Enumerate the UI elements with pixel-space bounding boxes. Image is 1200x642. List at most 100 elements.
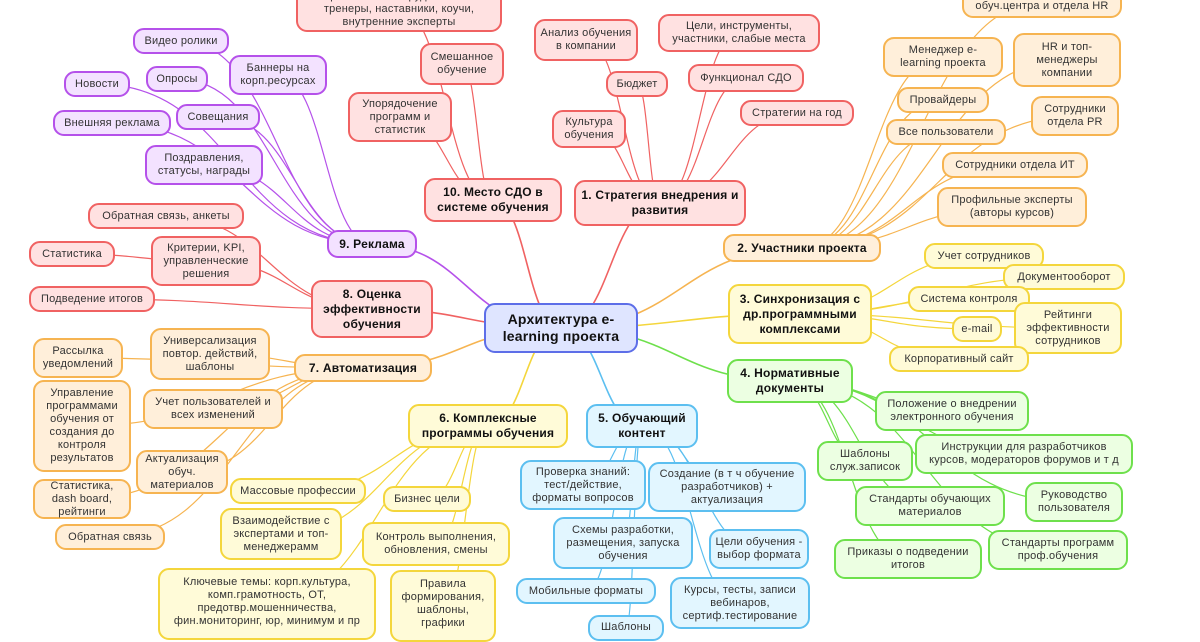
topic-label: Массовые профессии: [240, 484, 356, 497]
topic-node[interactable]: Учет пользователей и всех изменений: [143, 389, 283, 429]
topic-node[interactable]: Схемы разработки, размещения, запуска об…: [553, 517, 693, 569]
topic-node[interactable]: Взаимодействие с экспертами и топ-менедж…: [220, 508, 342, 560]
topic-label: Стандарты обучающих материалов: [869, 493, 991, 518]
topic-node[interactable]: Упорядочение программ и статистик: [348, 92, 452, 142]
topic-node[interactable]: Документооборот: [1003, 264, 1125, 290]
topic-node[interactable]: Массовые профессии: [230, 478, 366, 504]
topic-label: Универсализация повтор. действий, шаблон…: [162, 334, 258, 373]
topic-node[interactable]: Менеджер e-learning проекта: [883, 37, 1003, 77]
topic-node[interactable]: Новости: [64, 71, 130, 97]
topic-node[interactable]: Ключевые темы: корп.культура, комп.грамо…: [158, 568, 376, 640]
topic-node[interactable]: Курсы, тесты, записи вебинаров, сертиф.т…: [670, 577, 810, 629]
topic-node[interactable]: Смешанное обучение: [420, 43, 504, 85]
topic-node[interactable]: Культура обучения: [552, 110, 626, 148]
topic-label: Опросы: [156, 72, 198, 85]
topic-node[interactable]: Бизнес цели: [383, 486, 471, 512]
topic-node[interactable]: Шаблоны: [588, 615, 664, 641]
topic-label: Стратегии на год: [752, 106, 842, 119]
topic-node[interactable]: HR и топ-менеджеры компании: [1013, 33, 1121, 87]
topic-node[interactable]: Поздравления, статусы, награды: [145, 145, 263, 185]
topic-node[interactable]: Корпоративный сайт: [889, 346, 1029, 372]
topic-node[interactable]: Сотрудники отдела PR: [1031, 96, 1119, 136]
topic-node[interactable]: Управление программами обучения от созда…: [33, 380, 131, 472]
topic-label: Новости: [75, 77, 119, 90]
topic-node[interactable]: Стратегии на год: [740, 100, 854, 126]
topic-node[interactable]: Обратная связь, анкеты: [88, 203, 244, 229]
topic-label: Бюджет: [616, 77, 658, 90]
topic-node[interactable]: Приказы о подведении итогов: [834, 539, 982, 579]
topic-label: e-mail: [961, 322, 993, 335]
topic-node[interactable]: Актуализация обуч. материалов: [136, 450, 228, 494]
topic-node[interactable]: Опросы: [146, 66, 208, 92]
topic-label: Подведение итогов: [40, 292, 144, 305]
topic-node[interactable]: Создание (в т ч обучение разработчиков) …: [648, 462, 806, 512]
topic-label: Создание (в т ч обучение разработчиков) …: [659, 467, 795, 506]
topic-node[interactable]: Шаблоны служ.записок: [817, 441, 913, 481]
topic-node[interactable]: Все пользователи: [886, 119, 1006, 145]
topic-label: Шаблоны: [600, 621, 652, 633]
topic-label: Руководство пользователя: [1037, 489, 1111, 514]
topic-node[interactable]: Сотрудники отдела ИТ: [942, 152, 1088, 178]
topic-node[interactable]: Стандарты программ проф.обучения: [988, 530, 1128, 570]
connector-line: [659, 32, 740, 204]
topic-label: HR и топ-менеджеры компании: [1036, 40, 1098, 79]
topic-node[interactable]: Баннеры на корп.ресурсах: [229, 55, 327, 95]
topic-node[interactable]: Система контроля: [908, 286, 1030, 312]
topic-node[interactable]: Внешняя реклама: [53, 110, 171, 136]
topic-label: Все пользователи: [898, 125, 994, 138]
branch-label: 1. Стратегия внедрения и развития: [581, 188, 739, 217]
topic-node[interactable]: Совещания: [176, 104, 260, 130]
topic-node[interactable]: Видео ролики: [133, 28, 229, 54]
topic-node[interactable]: Провайдеры: [897, 87, 989, 113]
topic-node[interactable]: Статистика, dash board, рейтинги: [33, 479, 131, 519]
topic-node[interactable]: Контроль выполнения, обновления, смены: [362, 522, 510, 566]
branch-participants[interactable]: 2. Участники проекта: [723, 234, 881, 262]
branch-strategy[interactable]: 1. Стратегия внедрения и развития: [574, 180, 746, 226]
branch-label: 3. Синхронизация с др.программными компл…: [739, 291, 861, 336]
topic-label: гармоничное сотрудничество: тренеры, нас…: [320, 0, 478, 28]
branch-evaluation[interactable]: 8. Оценка эффективности обучения: [311, 280, 433, 338]
topic-node[interactable]: Положение о внедрении электронного обуче…: [875, 391, 1029, 431]
topic-node[interactable]: Цели, инструменты, участники, слабые мес…: [658, 14, 820, 52]
topic-node[interactable]: Инструкции для разработчиков курсов, мод…: [915, 434, 1133, 474]
topic-node[interactable]: Стандарты обучающих материалов: [855, 486, 1005, 526]
topic-label: Упорядочение программ и статистик: [362, 97, 438, 136]
topic-node[interactable]: Анализ обучения в компании: [534, 19, 638, 61]
topic-label: Правила формирования, шаблоны, графики: [401, 578, 485, 629]
branch-regulations[interactable]: 4. Нормативные документы: [727, 359, 853, 403]
topic-node[interactable]: Бюджет: [606, 71, 668, 97]
topic-node[interactable]: обуч.центра и отдела HR: [962, 0, 1122, 18]
topic-label: Статистика, dash board, рейтинги: [50, 479, 114, 518]
topic-node[interactable]: Профильные эксперты (авторы курсов): [937, 187, 1087, 227]
topic-node[interactable]: Цели обучения - выбор формата: [709, 529, 809, 569]
topic-node[interactable]: Руководство пользователя: [1025, 482, 1123, 522]
topic-node[interactable]: Проверка знаний: тест/действие, форматы …: [520, 460, 646, 510]
branch-advertising[interactable]: 9. Реклама: [327, 230, 417, 258]
topic-node[interactable]: Рейтинги эффективности сотрудников: [1014, 302, 1122, 354]
topic-label: Учет сотрудников: [937, 249, 1031, 262]
topic-node[interactable]: Функционал СДО: [688, 64, 804, 92]
topic-label: обуч.центра и отдела HR: [975, 0, 1109, 12]
topic-node[interactable]: Мобильные форматы: [516, 578, 656, 604]
topic-node[interactable]: e-mail: [952, 316, 1002, 342]
topic-label: Бизнес цели: [394, 492, 460, 505]
topic-node[interactable]: Рассылка уведомлений: [33, 338, 123, 378]
topic-node[interactable]: гармоничное сотрудничество: тренеры, нас…: [296, 0, 502, 32]
topic-node[interactable]: Критерии, KPI, управленческие решения: [151, 236, 261, 286]
topic-node[interactable]: Универсализация повтор. действий, шаблон…: [150, 328, 270, 380]
topic-node[interactable]: Статистика: [29, 241, 115, 267]
topic-label: Управление программами обучения от созда…: [46, 387, 118, 464]
topic-label: Ключевые темы: корп.культура, комп.грамо…: [173, 576, 361, 627]
branch-automation[interactable]: 7. Автоматизация: [294, 354, 432, 382]
branch-programs[interactable]: 6. Комплексные программы обучения: [408, 404, 568, 448]
topic-label: Схемы разработки, размещения, запуска об…: [566, 523, 680, 562]
branch-content[interactable]: 5. Обучающий контент: [586, 404, 698, 448]
branch-label: 4. Нормативные документы: [740, 366, 840, 395]
branch-sync[interactable]: 3. Синхронизация с др.программными компл…: [728, 284, 872, 344]
topic-node[interactable]: Правила формирования, шаблоны, графики: [390, 570, 496, 642]
central-topic[interactable]: Архитектура e-learning проекта: [484, 303, 638, 353]
branch-lms-place[interactable]: 10. Место СДО в системе обучения: [424, 178, 562, 222]
topic-node[interactable]: Обратная связь: [55, 524, 165, 550]
topic-node[interactable]: Подведение итогов: [29, 286, 155, 312]
topic-label: Актуализация обуч. материалов: [145, 452, 219, 491]
